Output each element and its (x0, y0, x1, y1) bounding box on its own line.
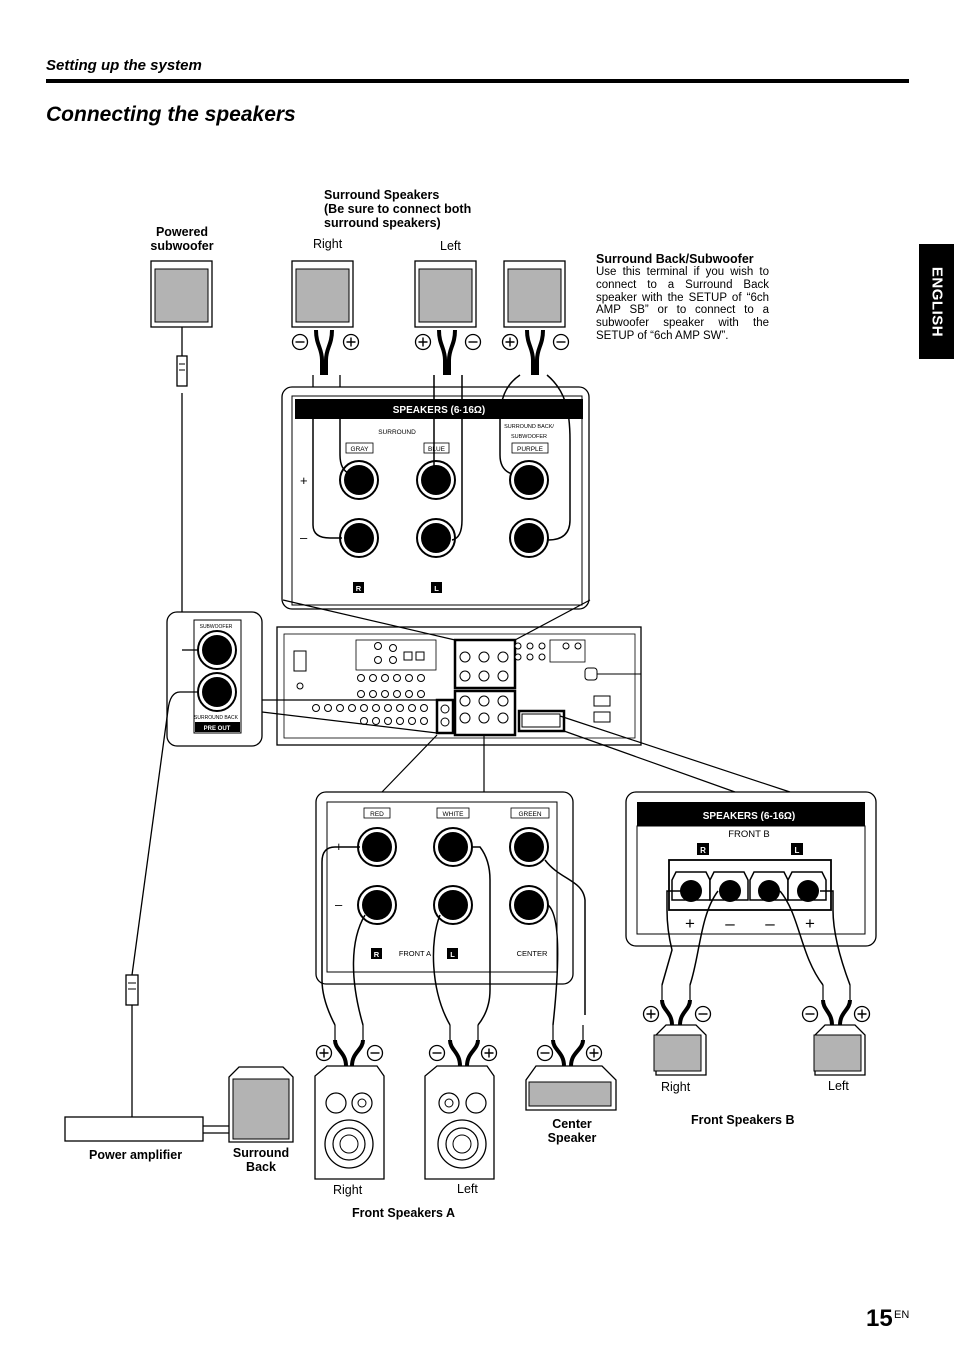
surround-wires (312, 374, 571, 541)
front-b-right-speaker (642, 985, 712, 1076)
powered-subwoofer-speaker (150, 260, 213, 650)
blue-color-tag: BLUE (428, 446, 446, 453)
front-b-sign-3: – (765, 914, 775, 933)
terminal-surround-l-minus (416, 518, 456, 558)
terminal-sb-minus (509, 518, 549, 558)
surround-back-subwoofer-title: Surround Back/Subwoofer (596, 252, 754, 266)
surround-speakers-label-line3: surround speakers) (324, 216, 441, 230)
power-amplifier-link (125, 974, 139, 1117)
front-b-wires (661, 890, 851, 986)
front-b-sign-2: – (725, 914, 735, 933)
pre-out-panel: SUBWOOFER SURROUND BACK PRE OUT (166, 611, 263, 747)
center-speaker-label-line2: Speaker (547, 1131, 597, 1145)
center-speaker (525, 1025, 617, 1111)
front-a-right-speaker (314, 1025, 385, 1180)
surround-speakers-label: Surround Speakers (Be sure to connect bo… (324, 188, 471, 230)
green-color-tag: GREEN (518, 811, 541, 818)
surround-panel-back-label-1: SURROUND BACK/ (504, 424, 554, 430)
front-b-terminal-panel: SPEAKERS (6-16Ω) FRONT B R L + – – + (625, 791, 877, 947)
surround-back-speaker (228, 1066, 294, 1143)
powered-subwoofer-label-line2: subwoofer (150, 239, 214, 253)
front-a-minus: – (335, 897, 343, 912)
front-a-terminal-panel: RED WHITE GREEN + – R FRONT A L CENTER (315, 791, 574, 985)
front-a-left-label: Left (457, 1182, 478, 1196)
terminal-center-plus (509, 827, 549, 867)
preout-subwoofer-jack (197, 630, 237, 670)
surround-panel-surround-label: SURROUND (378, 429, 416, 436)
preout-wires (131, 649, 198, 976)
terminal-front-a-l-plus (433, 827, 473, 867)
preout-label: PRE OUT (204, 726, 231, 732)
powered-subwoofer-label: Powered subwoofer (140, 225, 224, 253)
surround-left-label: Left (440, 239, 461, 253)
front-b-right-label: Right (661, 1080, 691, 1094)
terminal-sb-plus (509, 460, 549, 500)
surround-left-speaker (414, 260, 482, 375)
surround-speakers-label-line1: Surround Speakers (324, 188, 440, 202)
front-a-left-speaker (424, 1025, 498, 1180)
surround-panel-r-badge: R (356, 584, 362, 593)
terminal-surround-r-minus (339, 518, 379, 558)
power-amplifier (64, 1116, 204, 1142)
surround-back-link (203, 1125, 229, 1134)
front-a-right-label: Right (333, 1183, 363, 1197)
terminal-surround-l-plus (416, 460, 456, 500)
center-speaker-label-line1: Center (552, 1117, 592, 1131)
surround-right-speaker (291, 260, 360, 400)
section-heading: Setting up the system (46, 57, 202, 74)
front-b-r-badge: R (700, 846, 706, 855)
surround-back-label-line2: Back (246, 1160, 276, 1174)
front-b-sign-1: + (685, 914, 695, 933)
receiver-rear-panel (276, 626, 642, 746)
surround-panel-back-label-2: SUBWOOFER (511, 434, 547, 440)
front-a-l-badge: L (450, 950, 455, 959)
page-language: EN (894, 1309, 910, 1321)
surround-panel-l-badge: L (434, 584, 439, 593)
purple-color-tag: PURPLE (517, 446, 544, 453)
page-number: 15 (866, 1305, 893, 1332)
surround-back-label: Surround Back (226, 1146, 296, 1174)
front-b-left-speaker (801, 985, 871, 1076)
front-a-r-badge: R (374, 950, 380, 959)
header-rule (46, 79, 909, 83)
front-b-sign-4: + (805, 914, 815, 933)
front-speakers-a-label: Front Speakers A (352, 1206, 456, 1220)
terminal-center-minus (509, 885, 549, 925)
terminal-front-a-l-minus (433, 885, 473, 925)
surround-panel-header: SPEAKERS (6-16Ω) (393, 405, 486, 416)
front-a-label: FRONT A (399, 949, 431, 958)
center-speaker-label: Center Speaker (536, 1117, 608, 1145)
surround-back-label-line1: Surround (232, 1146, 290, 1160)
surround-back-subwoofer-description: Use this terminal if you wish to connect… (596, 266, 769, 342)
powered-subwoofer-label-line1: Powered (155, 225, 209, 239)
preout-subwoofer-label: SUBWOOFER (200, 624, 233, 630)
language-tab: ENGLISH (919, 244, 954, 359)
surround-speakers-label-line2: (Be sure to connect both (324, 202, 472, 216)
power-amplifier-label: Power amplifier (89, 1148, 183, 1162)
preout-surround-back-jack (197, 672, 237, 712)
center-label: CENTER (517, 949, 548, 958)
surround-back-subwoofer-speaker (501, 260, 570, 375)
front-b-label: FRONT B (728, 829, 770, 840)
surround-right-label: Right (313, 237, 343, 251)
surround-panel-minus: – (300, 530, 308, 545)
front-speakers-b-label: Front Speakers B (691, 1113, 795, 1127)
gray-color-tag: GRAY (351, 446, 370, 453)
surround-terminal-panel: SPEAKERS (6-16Ω) SURROUND SURROUND BACK/… (281, 386, 590, 610)
front-b-panel-header: SPEAKERS (6-16Ω) (703, 811, 796, 822)
red-color-tag: RED (370, 811, 384, 818)
front-b-l-badge: L (795, 846, 800, 855)
terminal-surround-r-plus (339, 460, 379, 500)
page-title: Connecting the speakers (46, 103, 296, 126)
terminal-front-a-r-plus (357, 827, 397, 867)
surround-panel-plus: + (300, 473, 308, 488)
preout-surround-back-label: SURROUND BACK (194, 715, 239, 721)
front-b-left-label: Left (828, 1079, 849, 1093)
front-a-wires (321, 846, 586, 1026)
white-color-tag: WHITE (443, 811, 465, 818)
callout-lines (261, 599, 791, 793)
